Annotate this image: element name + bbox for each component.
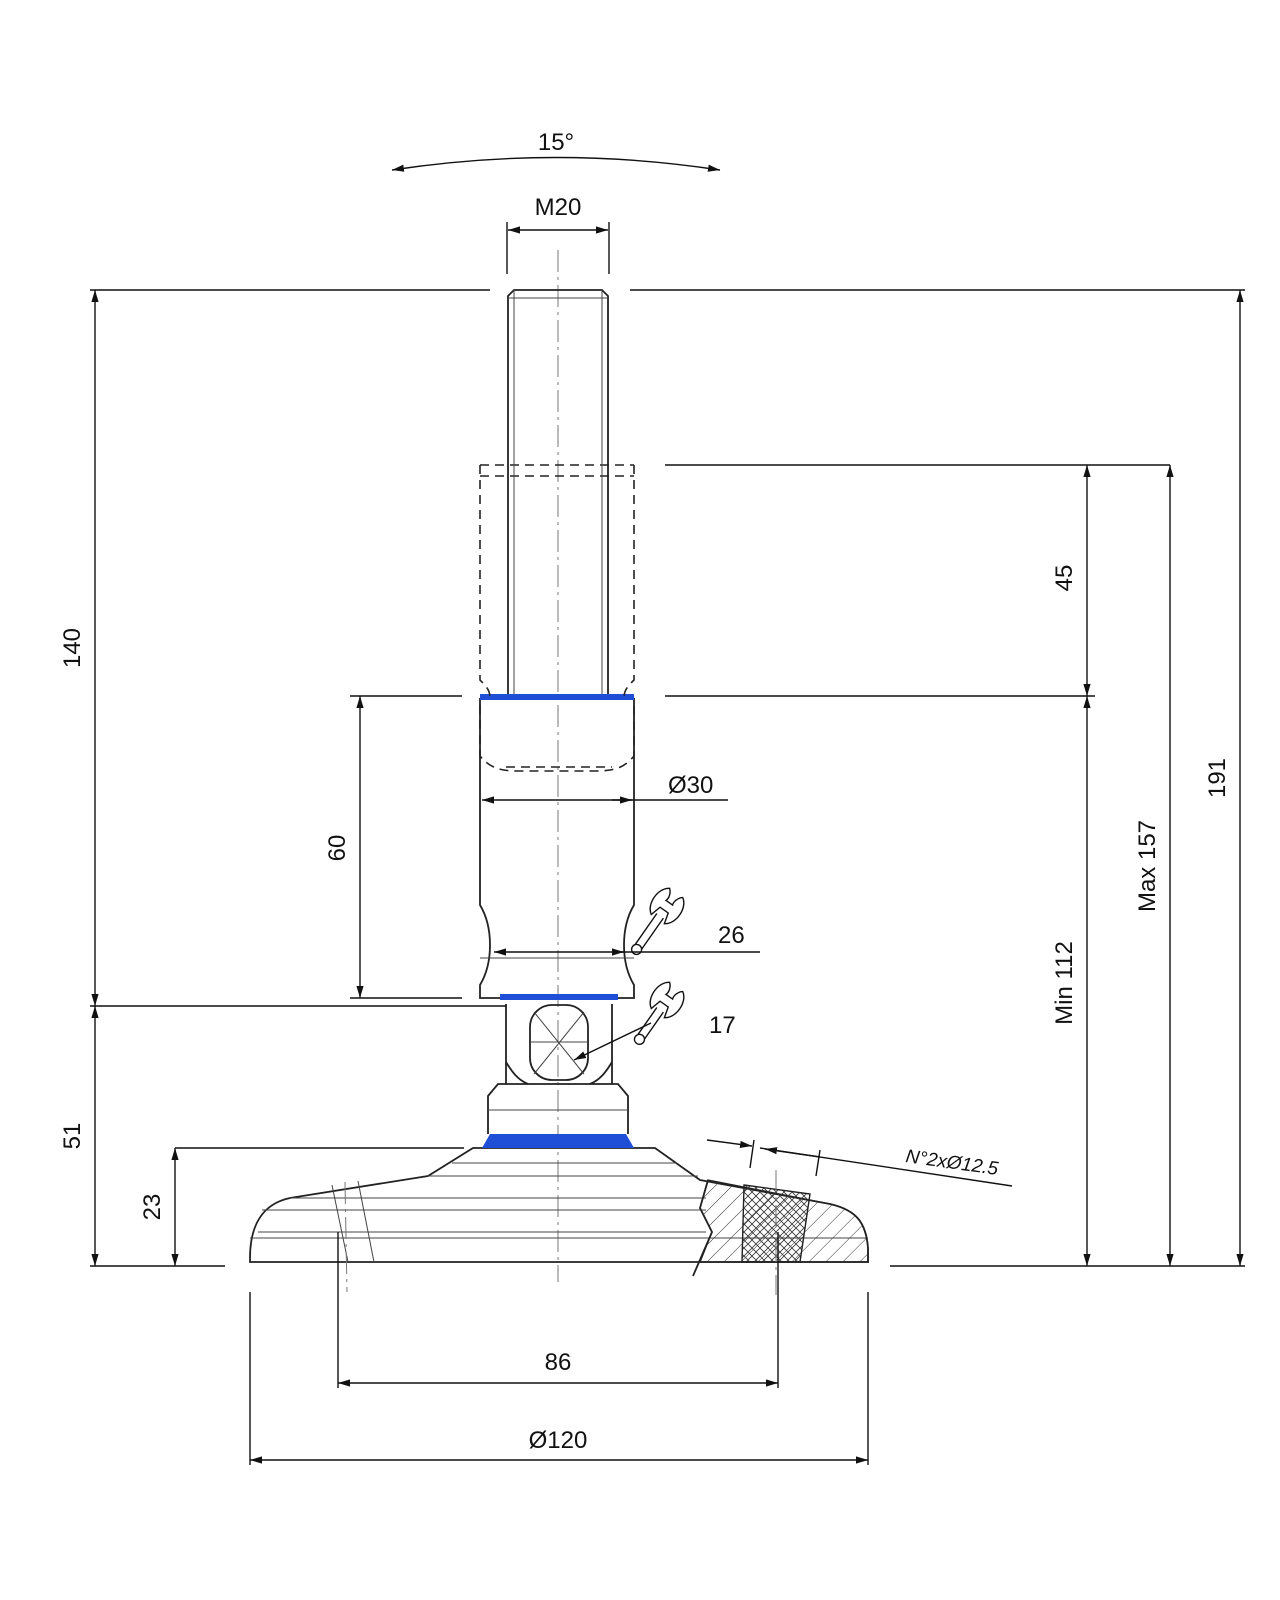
stem-body bbox=[479, 464, 635, 1000]
threaded-rod bbox=[507, 289, 609, 694]
dimension-labels: 15° M20 Ø30 26 17 N°2xØ12.5 140 51 23 60… bbox=[59, 129, 1231, 1454]
dim-191-label: 191 bbox=[1204, 758, 1231, 798]
holes-label: N°2xØ12.5 bbox=[904, 1146, 1000, 1180]
ball-joint bbox=[482, 1004, 634, 1148]
dim-120-label: Ø120 bbox=[529, 1427, 588, 1454]
angle-label: 15° bbox=[538, 129, 574, 156]
dim-51-label: 51 bbox=[59, 1123, 86, 1150]
wrench-small-label: 17 bbox=[709, 1012, 736, 1039]
wrench-large-label: 26 bbox=[718, 922, 745, 949]
dimension-lines bbox=[91, 156, 1244, 1464]
dim-23-label: 23 bbox=[139, 1194, 166, 1221]
wrench-icon bbox=[633, 981, 685, 1046]
stem-diameter-label: Ø30 bbox=[668, 772, 713, 799]
wrench-icon bbox=[630, 887, 685, 956]
dim-min-label: Min 112 bbox=[1051, 941, 1078, 1025]
thread-label: M20 bbox=[535, 194, 582, 221]
dim-60-label: 60 bbox=[324, 835, 351, 862]
dim-140-label: 140 bbox=[59, 628, 86, 668]
extension-lines bbox=[90, 222, 1245, 1465]
dim-86-label: 86 bbox=[545, 1349, 572, 1376]
dim-max-label: Max 157 bbox=[1134, 820, 1161, 912]
dim-45-label: 45 bbox=[1051, 565, 1078, 592]
base-plate bbox=[249, 1147, 869, 1295]
